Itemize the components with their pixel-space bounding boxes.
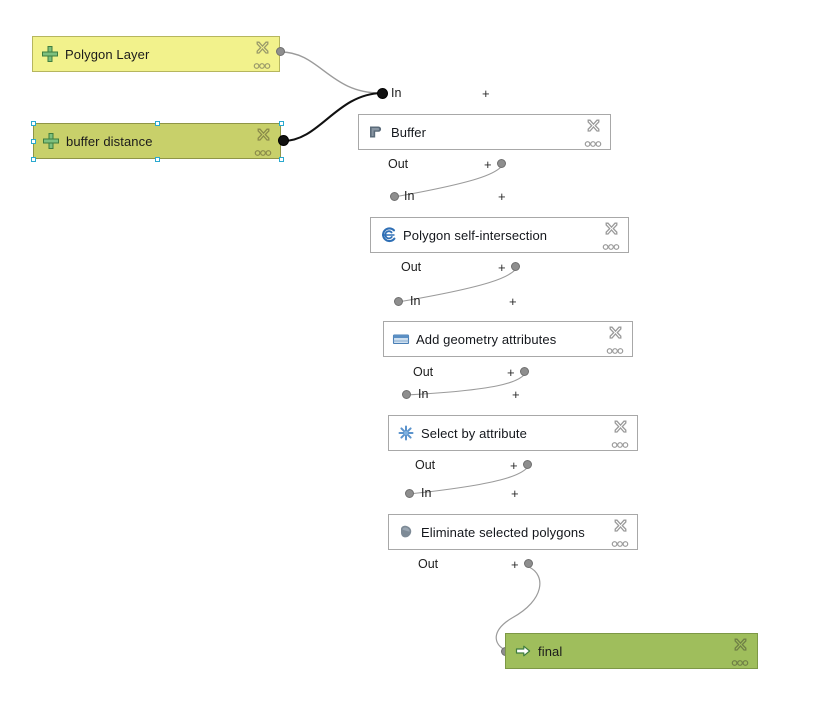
polygon-layer-output-dot[interactable] bbox=[276, 47, 285, 56]
node-corner-tools[interactable] bbox=[730, 637, 752, 667]
three-dots-icon[interactable] bbox=[254, 148, 272, 157]
add-geometry-attributes-out-label: Out bbox=[413, 365, 434, 379]
select-by-attribute-out-dot[interactable] bbox=[523, 460, 532, 469]
eliminate-selected-polygons-in-dot[interactable] bbox=[405, 489, 414, 498]
input-parameter-polygon-layer[interactable]: Polygon Layer bbox=[32, 36, 280, 72]
three-dots-icon[interactable] bbox=[253, 61, 271, 70]
eliminate-selected-polygons-in-expand-plus[interactable]: + bbox=[511, 486, 519, 501]
add-geometry-attributes-out-dot[interactable] bbox=[520, 367, 529, 376]
input-parameter-label: Polygon Layer bbox=[65, 46, 150, 62]
algorithm-label: Select by attribute bbox=[421, 425, 527, 441]
select-by-attribute-in-expand-plus[interactable]: + bbox=[512, 387, 520, 402]
node-corner-tools[interactable] bbox=[601, 221, 623, 251]
buffer-out-expand-plus[interactable]: + bbox=[484, 157, 492, 172]
algorithm-node-add-geometry-attributes[interactable]: Add geometry attributes bbox=[383, 321, 633, 357]
buffer-in-expand-plus[interactable]: + bbox=[482, 86, 490, 101]
select-by-attribute-out-label: Out bbox=[415, 458, 436, 472]
eliminate-selected-polygons-in-label: In bbox=[421, 486, 432, 500]
add-geometry-attributes-out-expand-plus[interactable]: + bbox=[507, 365, 515, 380]
polygon-self-intersection-out-label: Out bbox=[401, 260, 422, 274]
number-input-icon bbox=[43, 133, 59, 149]
node-corner-tools[interactable] bbox=[583, 118, 605, 148]
delete-x-icon[interactable] bbox=[612, 518, 629, 535]
geometry-attributes-icon bbox=[392, 334, 410, 345]
delete-x-icon[interactable] bbox=[585, 118, 602, 135]
delete-x-icon[interactable] bbox=[607, 325, 624, 342]
selection-handle-top-center[interactable] bbox=[155, 121, 160, 126]
add-geometry-attributes-in-expand-plus[interactable]: + bbox=[509, 294, 517, 309]
selection-handle-top-right[interactable] bbox=[279, 121, 284, 126]
delete-x-icon[interactable] bbox=[603, 221, 620, 238]
algorithm-node-polygon-self-intersection[interactable]: Polygon self-intersection bbox=[370, 217, 629, 253]
three-dots-icon[interactable] bbox=[611, 539, 629, 548]
three-dots-icon[interactable] bbox=[611, 440, 629, 449]
node-corner-tools[interactable] bbox=[252, 40, 274, 70]
algorithm-label: Add geometry attributes bbox=[416, 331, 557, 347]
buffer-icon bbox=[370, 126, 382, 138]
algorithm-node-buffer[interactable]: Buffer bbox=[358, 114, 611, 150]
eliminate-selected-polygons-out-label: Out bbox=[418, 557, 439, 571]
delete-x-icon[interactable] bbox=[612, 419, 629, 436]
vector-polygon-input-icon bbox=[42, 46, 58, 62]
buffer-in-label: In bbox=[391, 86, 402, 100]
polygon-self-intersection-out-expand-plus[interactable]: + bbox=[498, 260, 506, 275]
model-output-arrow-icon bbox=[515, 645, 531, 657]
select-by-attribute-out-expand-plus[interactable]: + bbox=[510, 458, 518, 473]
polygon-self-intersection-out-dot[interactable] bbox=[511, 262, 520, 271]
polygon-self-intersection-in-label: In bbox=[404, 189, 415, 203]
selection-handle-top-left[interactable] bbox=[31, 121, 36, 126]
polygon-self-intersection-in-dot[interactable] bbox=[390, 192, 399, 201]
eliminate-polygons-icon bbox=[401, 525, 412, 538]
wire-polygon-layer-to-buffer-in bbox=[280, 51, 383, 94]
node-corner-tools[interactable] bbox=[253, 127, 275, 157]
delete-x-icon[interactable] bbox=[254, 40, 271, 57]
eliminate-selected-polygons-out-dot[interactable] bbox=[524, 559, 533, 568]
add-geometry-attributes-in-dot[interactable] bbox=[394, 297, 403, 306]
eliminate-selected-polygons-out-expand-plus[interactable]: + bbox=[511, 557, 519, 572]
node-corner-tools[interactable] bbox=[605, 325, 627, 355]
buffer-distance-output-dot[interactable] bbox=[278, 135, 289, 146]
select-by-attribute-in-label: In bbox=[418, 387, 429, 401]
three-dots-icon[interactable] bbox=[606, 346, 624, 355]
three-dots-icon[interactable] bbox=[731, 658, 749, 667]
buffer-out-label: Out bbox=[388, 157, 409, 171]
delete-x-icon[interactable] bbox=[732, 637, 749, 654]
algorithm-label: Eliminate selected polygons bbox=[421, 524, 585, 540]
algorithm-node-select-by-attribute[interactable]: Select by attribute bbox=[388, 415, 638, 451]
buffer-in-dot[interactable] bbox=[377, 88, 388, 99]
select-by-attribute-in-dot[interactable] bbox=[402, 390, 411, 399]
node-corner-tools[interactable] bbox=[610, 419, 632, 449]
three-dots-icon[interactable] bbox=[584, 139, 602, 148]
delete-x-icon[interactable] bbox=[255, 127, 272, 144]
selection-handle-bottom-left[interactable] bbox=[31, 157, 36, 162]
three-dots-icon[interactable] bbox=[602, 242, 620, 251]
selection-handle-middle-left[interactable] bbox=[31, 139, 36, 144]
model-output-label: final bbox=[538, 643, 563, 659]
algorithm-label: Polygon self-intersection bbox=[403, 227, 548, 243]
selection-handle-bottom-center[interactable] bbox=[155, 157, 160, 162]
selection-handle-bottom-right[interactable] bbox=[279, 157, 284, 162]
node-corner-tools[interactable] bbox=[610, 518, 632, 548]
buffer-out-dot[interactable] bbox=[497, 159, 506, 168]
self-intersection-icon bbox=[382, 227, 396, 243]
add-geometry-attributes-in-label: In bbox=[410, 294, 421, 308]
select-by-attribute-icon bbox=[398, 425, 414, 441]
algorithm-node-eliminate-selected-polygons[interactable]: Eliminate selected polygons bbox=[388, 514, 638, 550]
input-parameter-label: buffer distance bbox=[66, 133, 153, 149]
algorithm-label: Buffer bbox=[391, 124, 427, 140]
input-parameter-buffer-distance[interactable]: buffer distance bbox=[33, 123, 281, 159]
polygon-self-intersection-in-expand-plus[interactable]: + bbox=[498, 189, 506, 204]
model-output-final[interactable]: final bbox=[505, 633, 758, 669]
